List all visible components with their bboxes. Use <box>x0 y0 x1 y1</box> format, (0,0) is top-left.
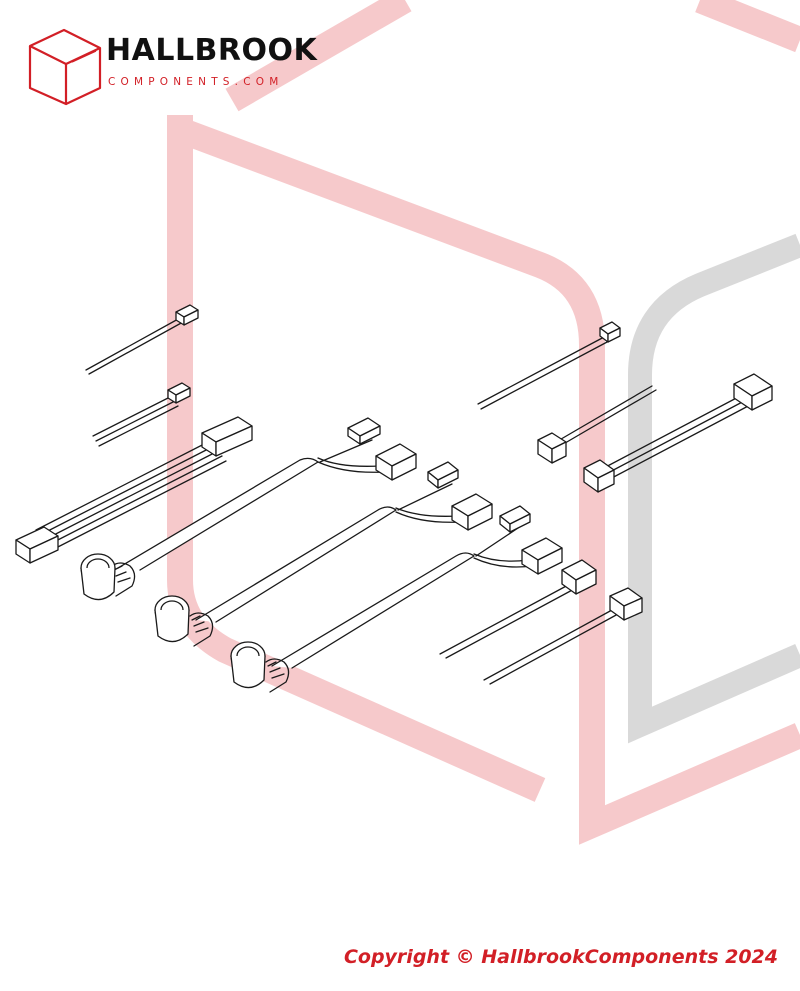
wire-lead-twin <box>92 382 191 447</box>
watermark-red-left-arc <box>167 115 546 802</box>
watermark-red-back-arc <box>175 117 800 845</box>
cube-logo-icon <box>28 28 102 106</box>
wire-lead-long <box>477 321 621 410</box>
circular-connector-cable-1 <box>80 417 417 601</box>
parts-drawing <box>15 304 773 693</box>
brand-name: HALLBROOK <box>106 33 318 68</box>
copyright-text: Copyright © HallbrookComponents 2024 <box>343 946 778 968</box>
circular-connector-cable-3 <box>230 505 563 693</box>
watermark-grey-arc <box>628 233 800 744</box>
circular-connector-cable-2 <box>154 461 493 647</box>
twin-lead-block-end-2 <box>583 373 773 493</box>
wire-lead-single <box>85 304 199 375</box>
twin-lead-block-end <box>537 385 657 464</box>
twin-lead-pair-1 <box>439 559 597 659</box>
watermark-cube <box>167 0 800 845</box>
brand-subtitle: COMPONENTS.COM <box>108 76 284 88</box>
ribbon-harness-4way <box>15 416 253 564</box>
twin-lead-pair-2 <box>483 587 643 685</box>
watermark-red-top-band <box>225 0 800 112</box>
